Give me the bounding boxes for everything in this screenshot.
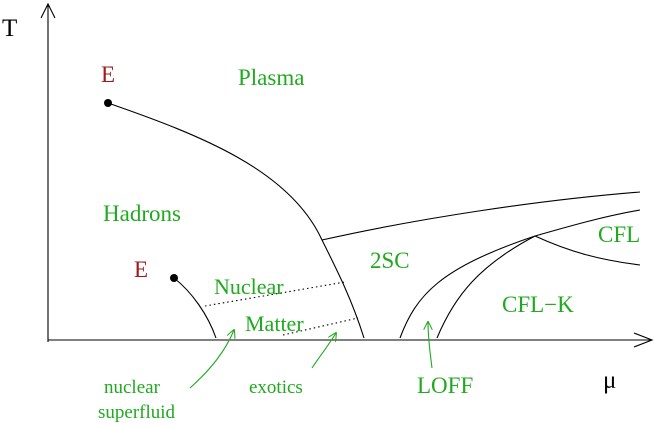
hadrons-label: Hadrons bbox=[103, 201, 181, 226]
loff-left-boundary bbox=[399, 209, 641, 339]
cfl-boundary bbox=[534, 235, 641, 266]
y-axis-arrowhead bbox=[40, 2, 56, 19]
two-sc-label: 2SC bbox=[370, 248, 410, 273]
loff-right-boundary bbox=[436, 235, 536, 339]
x-axis-label: μ bbox=[603, 367, 616, 394]
cfl-label: CFL bbox=[598, 222, 640, 247]
upper-endpoint-label: E bbox=[101, 62, 115, 87]
lower-endpoint-label: E bbox=[134, 257, 148, 282]
nuclear-transition-line bbox=[173, 277, 217, 339]
loff-arrow bbox=[428, 322, 433, 369]
exotics-label: exotics bbox=[249, 377, 303, 398]
upper-critical-endpoint bbox=[104, 99, 112, 107]
two-sc-upper-boundary bbox=[321, 191, 641, 241]
nuclear-label: Nuclear bbox=[214, 274, 284, 299]
x-axis-arrowhead bbox=[633, 332, 654, 348]
lower-critical-endpoint bbox=[170, 274, 178, 282]
cfl-k-label: CFL−K bbox=[502, 292, 574, 317]
matter-label: Matter bbox=[245, 311, 304, 336]
plasma-label: Plasma bbox=[238, 65, 304, 90]
nuclear-superfluid-label-line2: superfluid bbox=[98, 402, 176, 423]
loff-label: LOFF bbox=[417, 373, 473, 398]
nuclear-dotted-line-lower bbox=[282, 317, 359, 336]
deconfinement-line bbox=[107, 102, 365, 339]
exotics-arrow bbox=[311, 333, 336, 369]
nuclear-superfluid-arrow bbox=[189, 330, 234, 389]
y-axis-label: T bbox=[2, 15, 17, 42]
nuclear-dotted-line-upper bbox=[204, 281, 346, 307]
nuclear-superfluid-label-line1: nuclear bbox=[104, 377, 161, 398]
